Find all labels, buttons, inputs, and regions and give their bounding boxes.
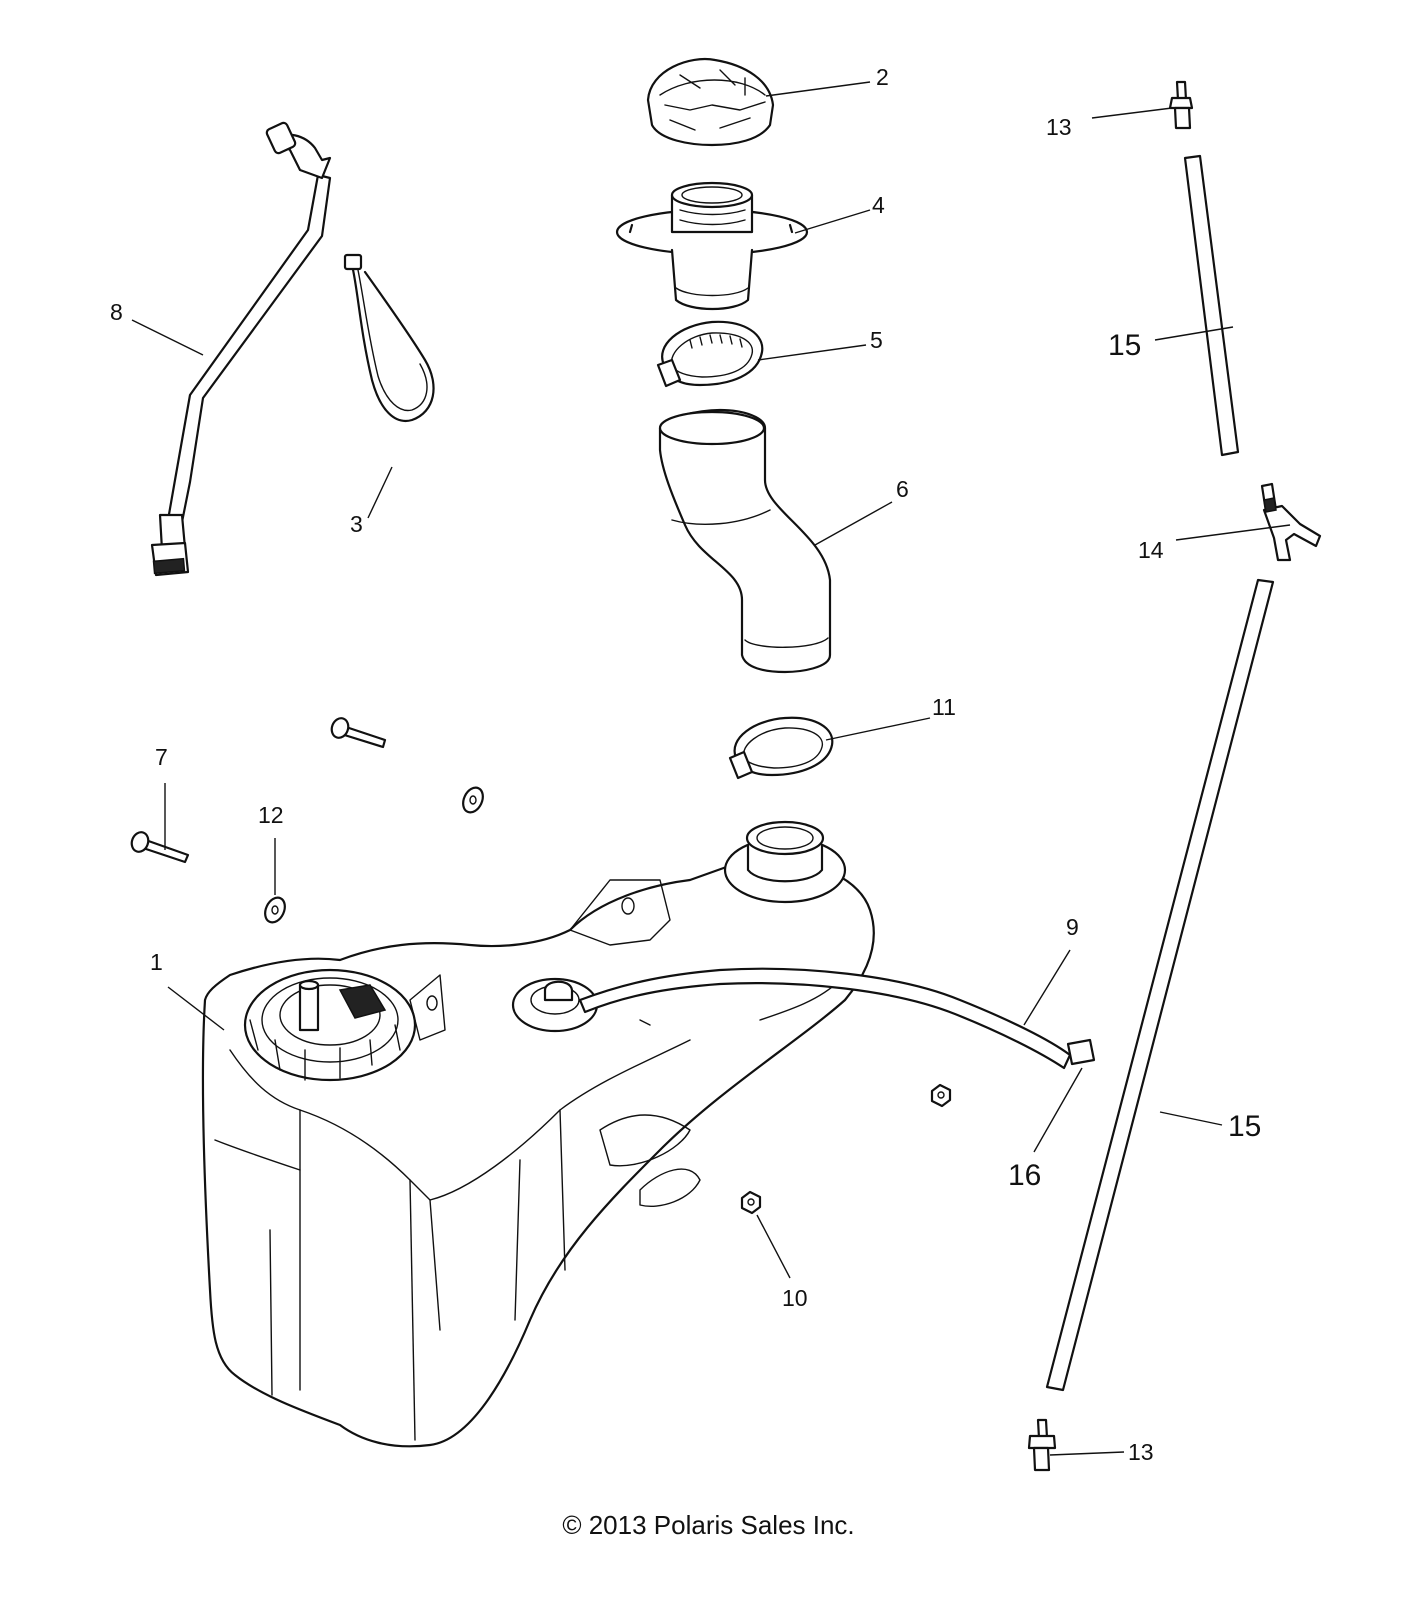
vent-tube-upper xyxy=(1183,154,1240,457)
callout-3: 3 xyxy=(350,511,363,537)
filler-neck xyxy=(615,181,809,311)
nut-upper xyxy=(930,1083,952,1108)
callout-11: 11 xyxy=(932,694,956,720)
tee-fitting xyxy=(1260,482,1322,562)
callout-6: 6 xyxy=(896,476,909,502)
callout-9: 9 xyxy=(1066,914,1079,940)
washer-upper xyxy=(462,786,484,814)
hose-clamp-upper xyxy=(656,320,764,388)
callout-4: 4 xyxy=(872,192,885,218)
callout-1: 1 xyxy=(150,949,163,975)
callout-5: 5 xyxy=(870,327,883,353)
hose-clamp-lower xyxy=(728,716,834,780)
vent-tube-lower xyxy=(1045,578,1275,1392)
washer-lower xyxy=(264,896,286,924)
fuel-tank xyxy=(201,820,875,1448)
callout-13-lower: 13 xyxy=(1128,1439,1154,1465)
cable-tie xyxy=(343,253,435,423)
callout-12: 12 xyxy=(258,802,284,828)
callout-14: 14 xyxy=(1138,537,1164,563)
fuel-cap xyxy=(646,57,775,147)
hose-end-piece xyxy=(1066,1038,1096,1066)
nut-lower xyxy=(740,1190,762,1215)
callout-10: 10 xyxy=(782,1285,808,1311)
bolt-upper xyxy=(330,717,387,749)
fuel-line xyxy=(150,121,332,577)
fitting-upper xyxy=(1168,80,1194,130)
vent-hose xyxy=(578,967,1072,1070)
callout-7: 7 xyxy=(155,744,168,770)
callout-15-upper: 15 xyxy=(1108,329,1141,362)
callout-13-upper: 13 xyxy=(1046,114,1072,140)
filler-hose xyxy=(658,408,832,674)
callout-2: 2 xyxy=(876,64,889,90)
bolt-lower xyxy=(130,831,190,864)
callout-8: 8 xyxy=(110,299,123,325)
leader-lines xyxy=(131,81,1291,1456)
callout-16: 16 xyxy=(1008,1159,1041,1192)
fitting-lower xyxy=(1027,1418,1057,1472)
copyright-notice: © 2013 Polaris Sales Inc. xyxy=(562,1510,855,1540)
callout-15-lower: 15 xyxy=(1228,1110,1261,1143)
callout-labels: 1 2 3 4 5 6 7 8 9 10 11 12 13 13 14 15 1… xyxy=(110,64,1261,1465)
